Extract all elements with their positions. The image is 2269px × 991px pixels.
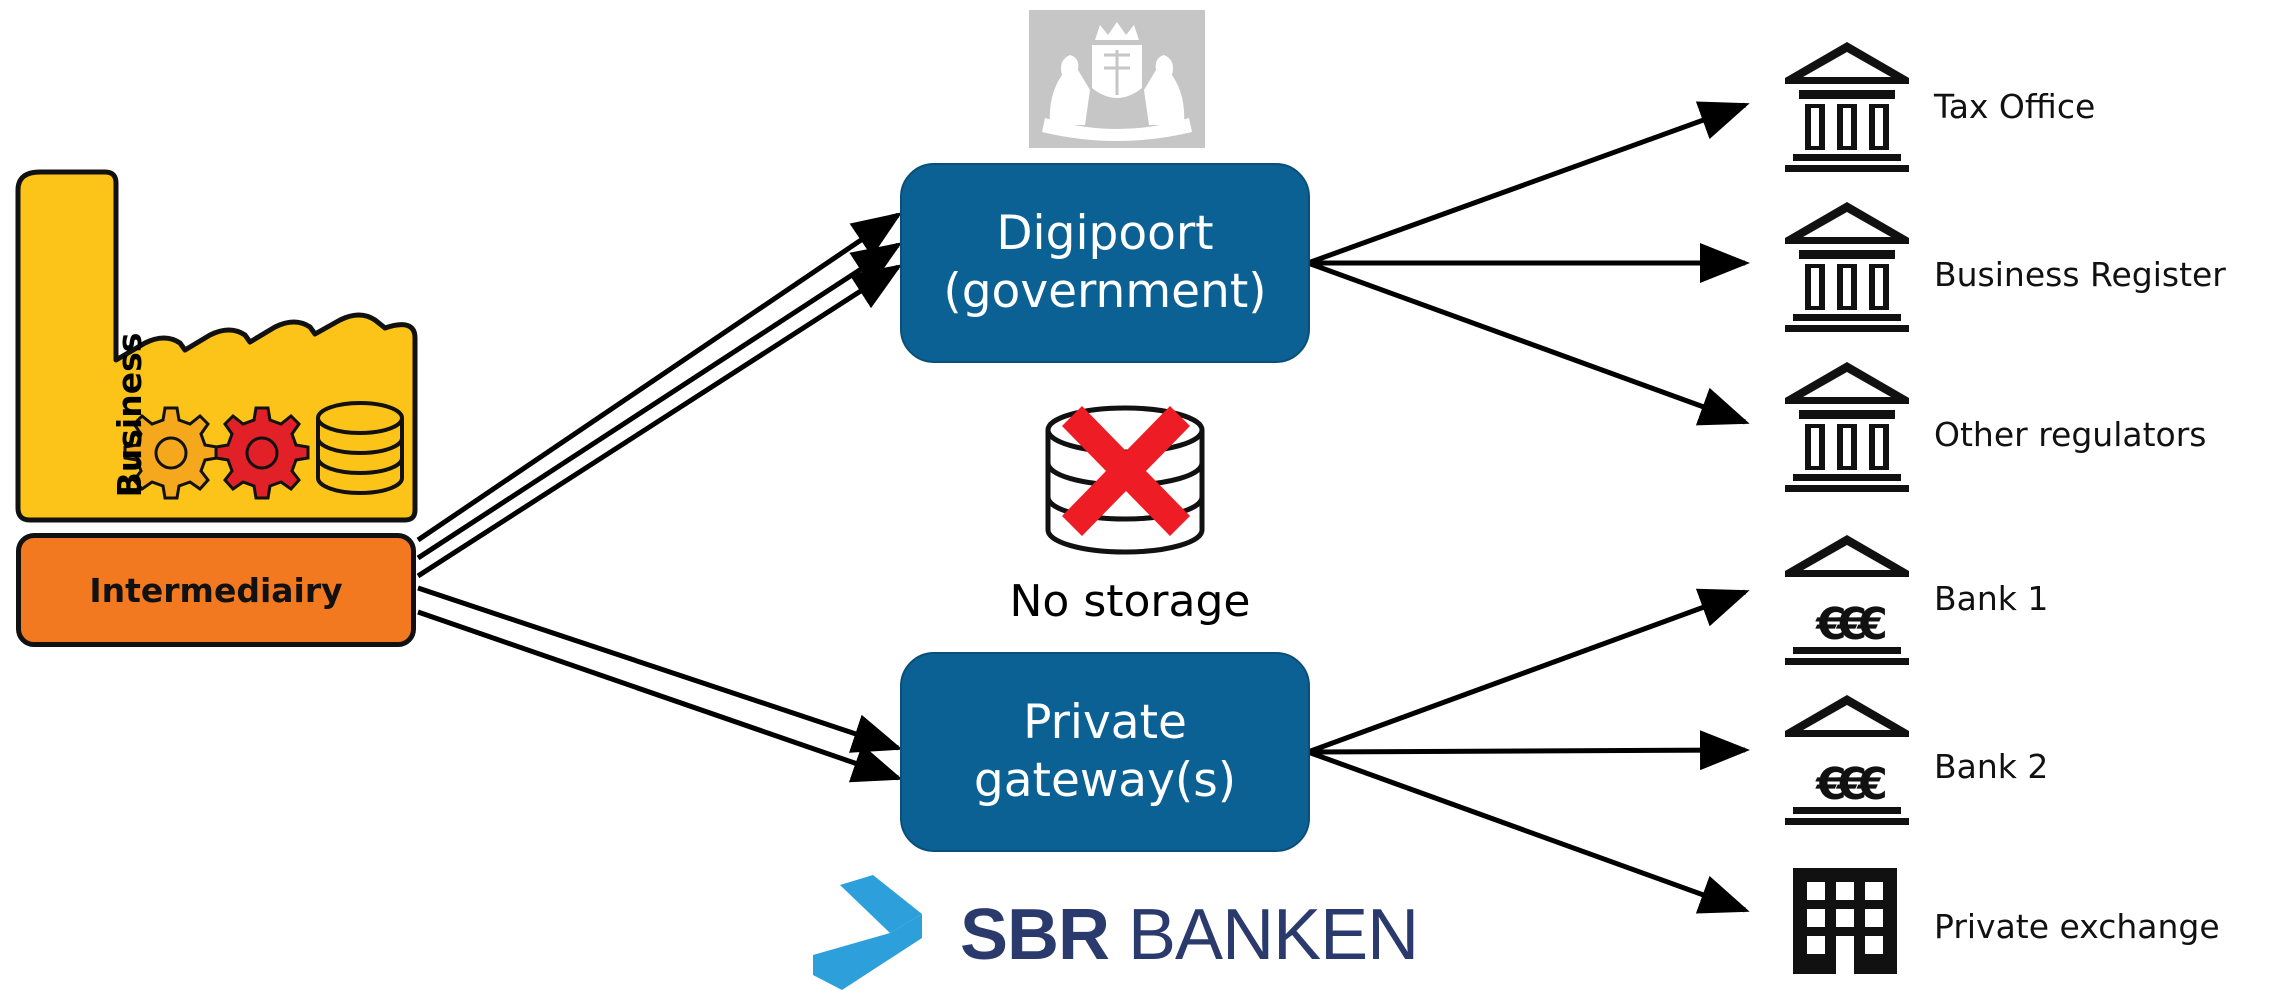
bank-euro-icon: €€€ [1785, 535, 1909, 665]
government-building-icon [1785, 42, 1909, 172]
gear-icon [123, 406, 219, 500]
recipient-label-bank-2: Bank 2 [1934, 747, 2049, 786]
sbr-logo-light: BANKEN [1128, 895, 1419, 975]
arrows-to-private-gateway [417, 585, 903, 783]
recipient-label-other-regulators: Other regulators [1934, 415, 2207, 454]
digipoort-title: Digipoort [996, 206, 1214, 261]
arrows-to-banks [1307, 588, 1750, 914]
sbr-banken-logo: SBR BANKEN [960, 895, 1419, 975]
recipient-label-business-register: Business Register [1934, 255, 2226, 294]
recipient-label-bank-1: Bank 1 [1934, 579, 2049, 618]
sbr-logo-bold: SBR [960, 895, 1110, 975]
red-cross-icon [1062, 406, 1190, 536]
bank-euro-icon: €€€ [1785, 695, 1909, 825]
digipoort-gateway-box: Digipoort (government) [900, 163, 1310, 363]
intermediary-label: Intermediairy [89, 570, 343, 610]
government-building-icon [1785, 362, 1909, 492]
arrows-to-digipoort [416, 212, 903, 579]
business-label: Business [110, 332, 149, 498]
digipoort-subtitle: (government) [943, 264, 1267, 319]
business-factory [15, 169, 418, 523]
sbr-logo-mark [813, 875, 922, 990]
svg-text:€€€: €€€ [1815, 759, 1885, 810]
database-icon [316, 401, 404, 495]
private-gateway-box: Private gateway(s) [900, 652, 1310, 852]
government-seal-logo [1029, 10, 1205, 148]
recipient-label-tax-office: Tax Office [1934, 87, 2096, 126]
private-gateway-subtitle: gateway(s) [973, 753, 1237, 808]
government-building-icon [1785, 202, 1909, 332]
recipient-label-private-exchange: Private exchange [1934, 907, 2220, 946]
svg-text:€€€: €€€ [1815, 599, 1885, 650]
no-storage-icon [1045, 405, 1205, 555]
gear-icon [214, 406, 310, 500]
private-gateway-title: Private [1023, 695, 1187, 750]
no-storage-label: No storage [1009, 576, 1251, 627]
intermediary-box: Intermediairy [16, 533, 416, 647]
arrows-to-regulators [1307, 101, 1750, 426]
office-building-icon [1793, 868, 1897, 974]
